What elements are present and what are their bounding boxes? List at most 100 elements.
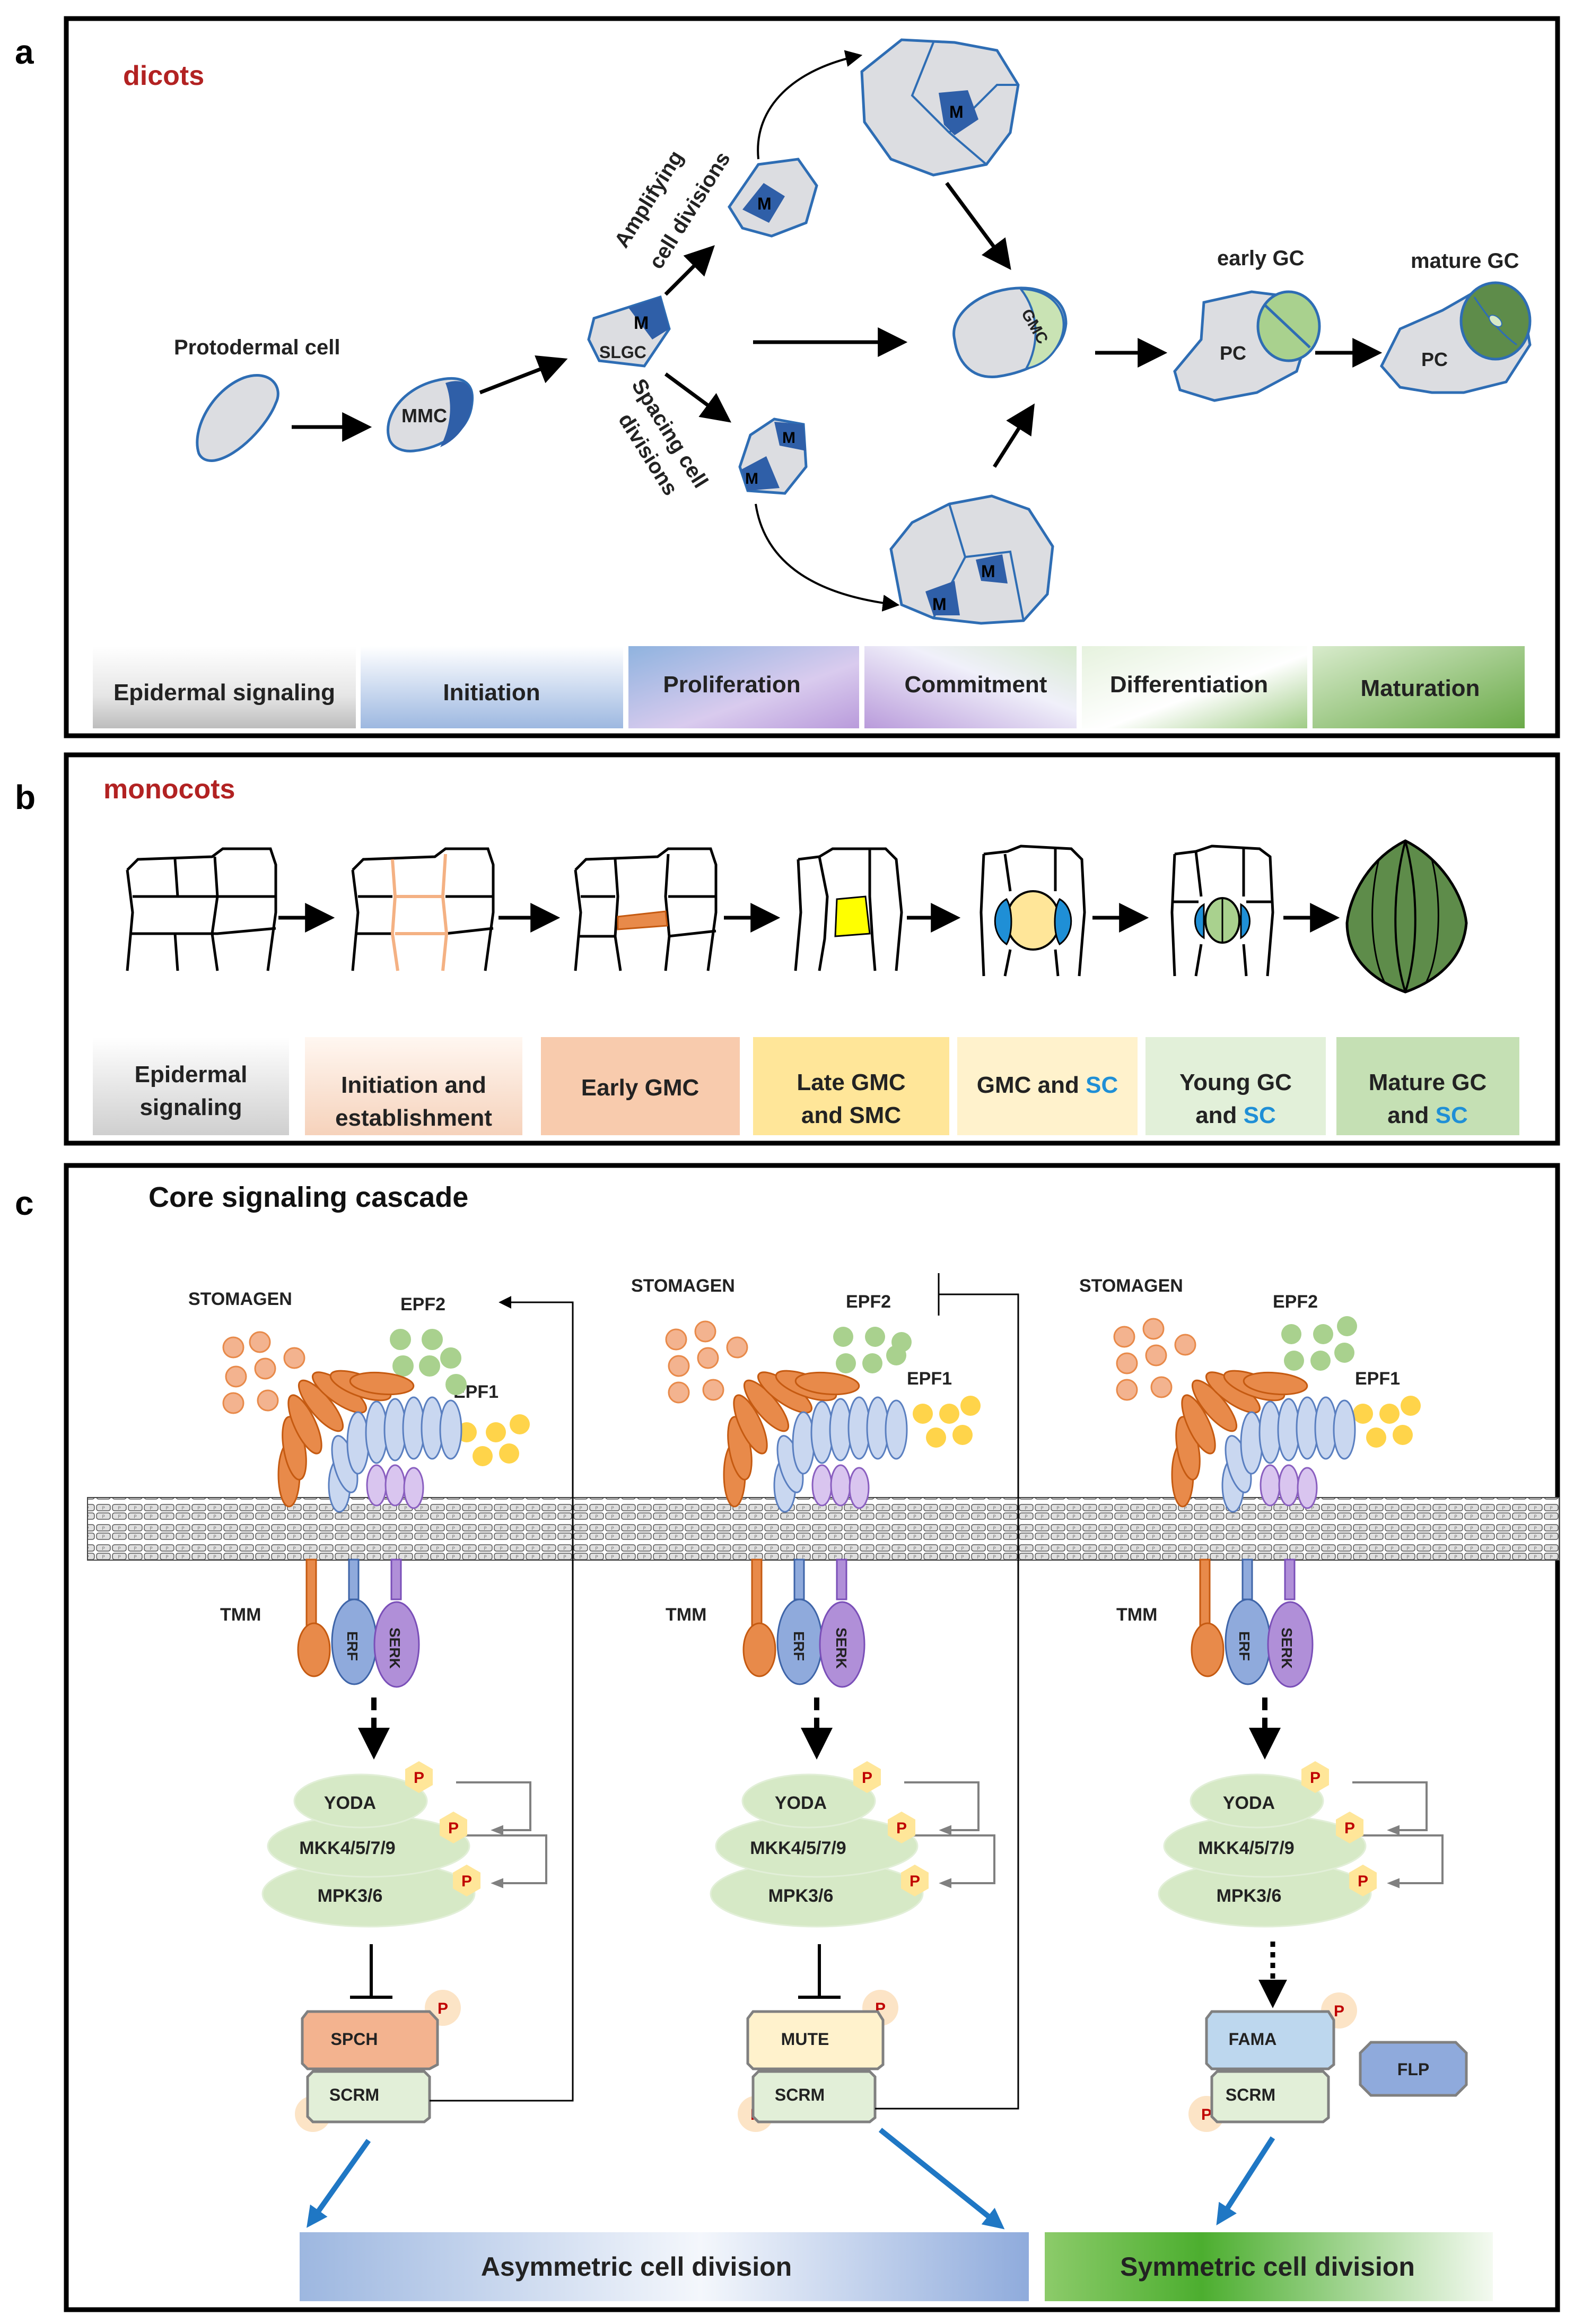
panel-b-frame bbox=[64, 752, 1560, 1146]
m3-mkk: MKK4/5/7/9 bbox=[1198, 1838, 1294, 1858]
erf-extracellular bbox=[773, 1396, 908, 1513]
erf-extracellular bbox=[1221, 1396, 1356, 1513]
tmm-intracellular bbox=[297, 1622, 331, 1677]
symmetric-bar bbox=[1045, 2232, 1493, 2301]
m2-mute-box bbox=[746, 2010, 885, 2070]
m1-epf1-dots bbox=[457, 1414, 530, 1466]
m1-mkk: MKK4/5/7/9 bbox=[299, 1838, 395, 1858]
kinase-cascade-2 bbox=[710, 1773, 995, 1928]
m2-mpk: MPK3/6 bbox=[768, 1886, 834, 1906]
amplify-m-small: M bbox=[757, 194, 772, 213]
kinase-cascade-3 bbox=[1158, 1773, 1444, 1928]
m3-tmm-label: TMM bbox=[1116, 1605, 1157, 1625]
m1-spch-label: SPCH bbox=[331, 2030, 378, 2049]
m2-epf2-label: EPF2 bbox=[846, 1292, 891, 1312]
monocot-stage-5-sc1 bbox=[994, 898, 1012, 946]
blue-arrow-2 bbox=[878, 2128, 1005, 2230]
panel-b-letter: b bbox=[15, 778, 36, 816]
p-badge-label: P bbox=[414, 1769, 424, 1787]
m3-flp-box bbox=[1359, 2041, 1468, 2097]
stage-b-0-line1: Epidermal bbox=[135, 1061, 248, 1087]
feedback-2 bbox=[456, 1834, 547, 1888]
stage-b-6-line1: Mature GC bbox=[1369, 1069, 1486, 1095]
m2-erf-label: ERF bbox=[791, 1631, 807, 1661]
p-badge-label: P bbox=[1344, 1820, 1355, 1837]
m1-stomagen-dots bbox=[222, 1331, 305, 1414]
m2-mkk: MKK4/5/7/9 bbox=[750, 1838, 846, 1858]
mature-gc-pore-oval bbox=[1489, 315, 1502, 327]
m3-erf-label: ERF bbox=[1236, 1631, 1253, 1661]
erf-stalk bbox=[1241, 1559, 1253, 1600]
stage-b-6-sc: SC bbox=[1436, 1102, 1468, 1128]
monocot-stage-4-gmc bbox=[834, 895, 871, 937]
monocot-stage-4 bbox=[794, 847, 903, 971]
stage-a-1 bbox=[361, 646, 623, 728]
arrow-up-to-gmc bbox=[993, 403, 1035, 468]
panel-a-frame bbox=[64, 16, 1560, 738]
m2-inhibition bbox=[798, 1944, 841, 1999]
monocot-stage-6-sc1 bbox=[1194, 903, 1205, 939]
symmetric-label: Symmetric cell division bbox=[1120, 2252, 1415, 2282]
p-badge-hex: P bbox=[405, 1761, 433, 1793]
slgc-meristemoid bbox=[628, 297, 669, 340]
m3-epf2-dots bbox=[1281, 1316, 1357, 1371]
stage-a-label-3: Commitment bbox=[905, 672, 1047, 698]
m2-mute-label: MUTE bbox=[781, 2030, 829, 2049]
m2-stomagen-dots bbox=[665, 1320, 748, 1404]
feedback-2 bbox=[1352, 1834, 1444, 1888]
amplify-cluster-big bbox=[860, 38, 1020, 177]
blue-arrow-3 bbox=[1216, 2136, 1275, 2226]
kinase-cascade-1 bbox=[261, 1773, 547, 1928]
monocot-stage-7 bbox=[1345, 839, 1468, 994]
module-3: STOMAGEN EPF2 EPF1 bbox=[1079, 1276, 1421, 1448]
monocot-stage-3 bbox=[574, 847, 718, 971]
stage-b-3-line2: and SMC bbox=[801, 1102, 901, 1128]
receptor-complex-2 bbox=[723, 1370, 908, 1688]
arrow-curve-down bbox=[755, 503, 900, 612]
monocot-stage-5-gmc bbox=[1005, 890, 1061, 951]
m2-tmm-label: TMM bbox=[666, 1605, 706, 1625]
protodermal-cell bbox=[196, 374, 279, 462]
feedback-1 bbox=[456, 1781, 531, 1835]
spacing-cluster-big bbox=[889, 494, 1054, 625]
m3-epf1-dots bbox=[1353, 1396, 1421, 1448]
panel-a-letter: a bbox=[15, 33, 34, 71]
mmc-label: MMC bbox=[401, 405, 447, 426]
amplify-meristemoid-small bbox=[742, 183, 785, 223]
stage-b-5 bbox=[1145, 1037, 1326, 1135]
tmm-extracellular bbox=[1171, 1370, 1308, 1508]
arrow-a3-up bbox=[664, 245, 715, 296]
monocot-stage-6 bbox=[1170, 845, 1274, 977]
m1-spch-box bbox=[301, 2010, 439, 2070]
m1-tf bbox=[301, 2010, 439, 2123]
p-badge-hex: P bbox=[1301, 1761, 1329, 1793]
stage-b-2 bbox=[541, 1037, 740, 1135]
panel-b-title: monocots bbox=[103, 774, 235, 805]
stage-a-4 bbox=[1082, 646, 1307, 728]
slgc-label: SLGC bbox=[599, 343, 646, 362]
m3-epf2-label: EPF2 bbox=[1273, 1292, 1318, 1312]
m1-epf2-dots bbox=[390, 1329, 467, 1395]
spacing-cluster-m-2: M bbox=[932, 595, 947, 614]
erf-stalk bbox=[793, 1559, 805, 1600]
module-1: STOMAGEN EPF2 EPF1 bbox=[188, 1289, 530, 1466]
mature-gc-label: mature GC bbox=[1411, 249, 1519, 273]
tmm-stalk bbox=[1199, 1559, 1211, 1630]
m1-serk-label: SERK bbox=[387, 1627, 403, 1669]
m3-scrm-label: SCRM bbox=[1226, 2085, 1275, 2104]
stage-b-5-sc: SC bbox=[1244, 1102, 1276, 1128]
yoda-ellipse bbox=[1190, 1773, 1324, 1829]
m2-feedback-to-epf2 bbox=[875, 1293, 1019, 2110]
spacing-cluster-merist-1 bbox=[976, 554, 1008, 584]
module-2: STOMAGEN EPF2 EPF1 bbox=[631, 1276, 981, 1448]
p-badge-label: P bbox=[448, 1820, 459, 1837]
feedback-1 bbox=[904, 1781, 980, 1835]
stage-b-6 bbox=[1336, 1037, 1519, 1135]
stage-b-4-text: GMC and SC bbox=[977, 1072, 1118, 1098]
m1-scrm-label: SCRM bbox=[329, 2085, 379, 2104]
stage-b-5-text2: and SC bbox=[1195, 1102, 1276, 1128]
receptor-complex-clone bbox=[1171, 1370, 1356, 1688]
monocot-stage-2 bbox=[351, 847, 495, 971]
p-badge-label: P bbox=[896, 1820, 907, 1837]
early-gc-label: early GC bbox=[1217, 247, 1305, 270]
